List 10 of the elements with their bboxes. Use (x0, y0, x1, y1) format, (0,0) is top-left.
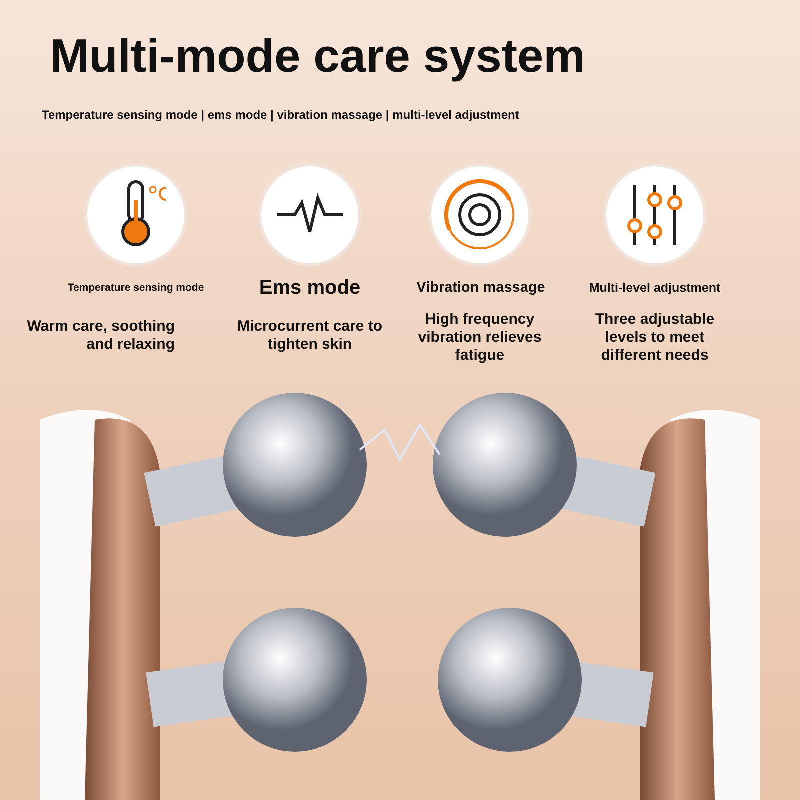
subtitle: Temperature sensing mode | ems mode | vibration massage | multi-level adjustment (42, 108, 520, 122)
mode-description: Three adjustable levels to meet different needs (594, 311, 716, 365)
mode-heading: Temperature sensing mode (66, 282, 206, 295)
mode-heading: Ems mode (258, 276, 362, 300)
mode-description: Warm care, soothing and relaxing (26, 318, 175, 354)
mode-heading: Vibration massage (416, 280, 546, 298)
title: Multi-mode care system (50, 28, 586, 83)
mode-description: Microcurrent care to tighten skin (236, 318, 384, 354)
mode-description: High frequency vibration relieves fatigue (417, 311, 543, 365)
mode-heading: Multi-level adjustment (588, 281, 722, 296)
